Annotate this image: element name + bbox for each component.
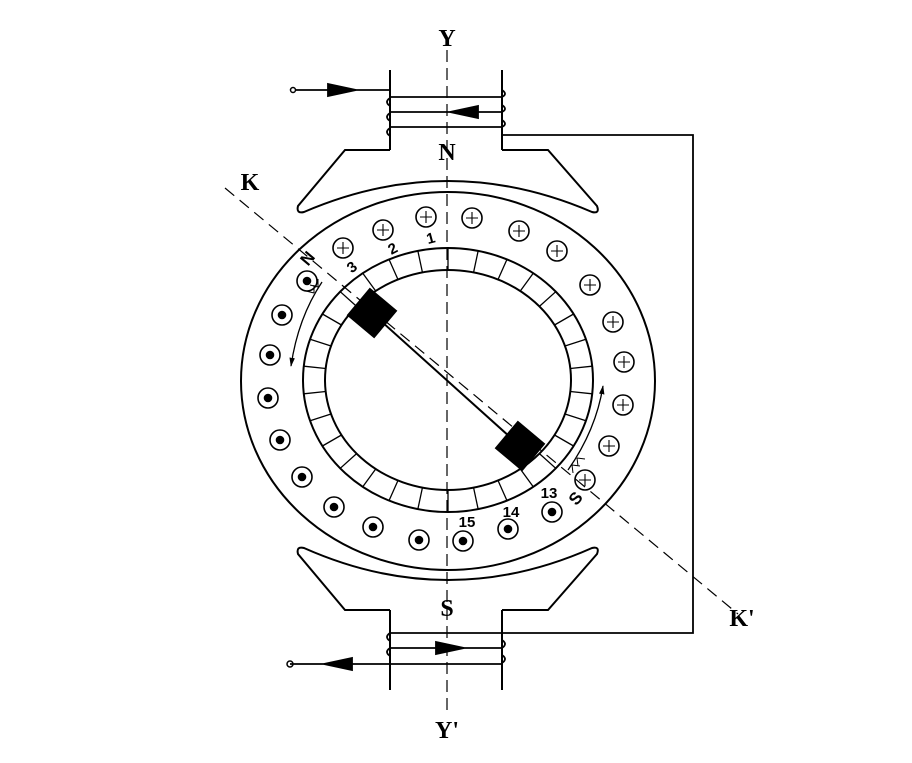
commutator-segment-divider [303, 365, 326, 370]
conductor-out-of-page-icon [497, 518, 519, 540]
commutator-segment-divider [538, 291, 557, 307]
conductor-out-of-page-icon [259, 344, 281, 366]
north-pole [296, 70, 599, 214]
conductor-out-of-page-icon [296, 270, 318, 292]
conductor-into-page-icon [612, 394, 634, 416]
arrow-feather-left [305, 279, 319, 294]
conductor-out-of-page-icon [408, 529, 430, 551]
brush-bottom-right [494, 420, 546, 472]
commutator-segment-divider [472, 250, 479, 273]
axis-kk [224, 187, 739, 615]
label-north-pole: N [438, 140, 456, 166]
label-k-prime: K' [729, 606, 754, 632]
conductor-into-page-icon [332, 237, 354, 259]
south-pole [296, 546, 599, 690]
commutator-segment-divider [497, 259, 508, 280]
conductor-into-page-icon [574, 469, 596, 491]
commutator-segment-divider [388, 480, 399, 501]
conductor-into-page-icon [598, 435, 620, 457]
commutator-segment-divider [309, 338, 332, 347]
commutator-segment-divider [538, 453, 557, 469]
commutator-segment-divider [309, 413, 332, 422]
conductor-out-of-page-icon [362, 516, 384, 538]
commutator-segment-divider [362, 272, 377, 292]
conductor-into-page-icon [415, 206, 437, 228]
conductor-into-page-icon [546, 240, 568, 262]
commutator-segment-divider [303, 390, 326, 395]
direction-arrow-left [289, 281, 323, 367]
label-y: Y [438, 26, 455, 52]
conductor-out-of-page-icon [269, 429, 291, 451]
direction-arrow-right [567, 385, 605, 471]
armature-conductors [257, 206, 635, 552]
commutator-segment-divider [472, 487, 479, 510]
stator-ring [240, 191, 656, 571]
conductor-number-14: 14 [503, 504, 520, 521]
conductor-into-page-icon [579, 274, 601, 296]
field-coil-top [289, 82, 694, 634]
conductor-out-of-page-icon [452, 530, 474, 552]
commutator-segment-divider [388, 259, 399, 280]
conductor-number-2: 2 [385, 240, 400, 259]
field-coil-bottom [286, 632, 506, 672]
conductor-out-of-page-icon [541, 501, 563, 523]
commutator-segment-divider [554, 434, 574, 447]
commutator-segment-divider [417, 487, 424, 510]
conductor-number-15: 15 [459, 514, 476, 531]
commutator-segment-divider [564, 338, 587, 347]
commutator-segments [303, 248, 593, 512]
conductor-into-page-icon [508, 220, 530, 242]
commutator-segment-divider [362, 468, 377, 488]
commutator-segment-divider [570, 390, 593, 395]
label-k: K [241, 170, 260, 196]
brush-top-left [346, 287, 398, 339]
commutator-segment-divider [497, 480, 508, 501]
conductor-out-of-page-icon [271, 304, 293, 326]
label-y-prime: Y' [435, 718, 459, 744]
conductor-number-1: 1 [425, 229, 437, 248]
arrow-feather-right [571, 457, 586, 474]
conductor-out-of-page-icon [323, 496, 345, 518]
conductor-number-3: 3 [344, 258, 361, 277]
commutator-segment-divider [322, 434, 342, 447]
commutator-segment-divider [554, 313, 574, 326]
commutator-segment-divider [564, 413, 587, 422]
conductor-into-page-icon [613, 351, 635, 373]
commutator-segment-divider [570, 365, 593, 370]
conductor-into-page-icon [372, 219, 394, 241]
commutator-segment-divider [417, 250, 424, 273]
label-armature-south: S [565, 488, 587, 509]
commutator-segment-divider [339, 453, 358, 469]
commutator-segment-divider [519, 272, 534, 292]
commutator-segment-divider [322, 313, 342, 326]
conductor-out-of-page-icon [257, 387, 279, 409]
conductor-into-page-icon [602, 311, 624, 333]
conductor-out-of-page-icon [291, 466, 313, 488]
conductor-number-13: 13 [541, 485, 558, 502]
commutator-segment-divider [339, 291, 358, 307]
label-south-pole: S [440, 596, 453, 622]
brush-connection [371, 312, 521, 447]
conductor-into-page-icon [461, 207, 483, 229]
commutator-segment-divider [519, 468, 534, 488]
